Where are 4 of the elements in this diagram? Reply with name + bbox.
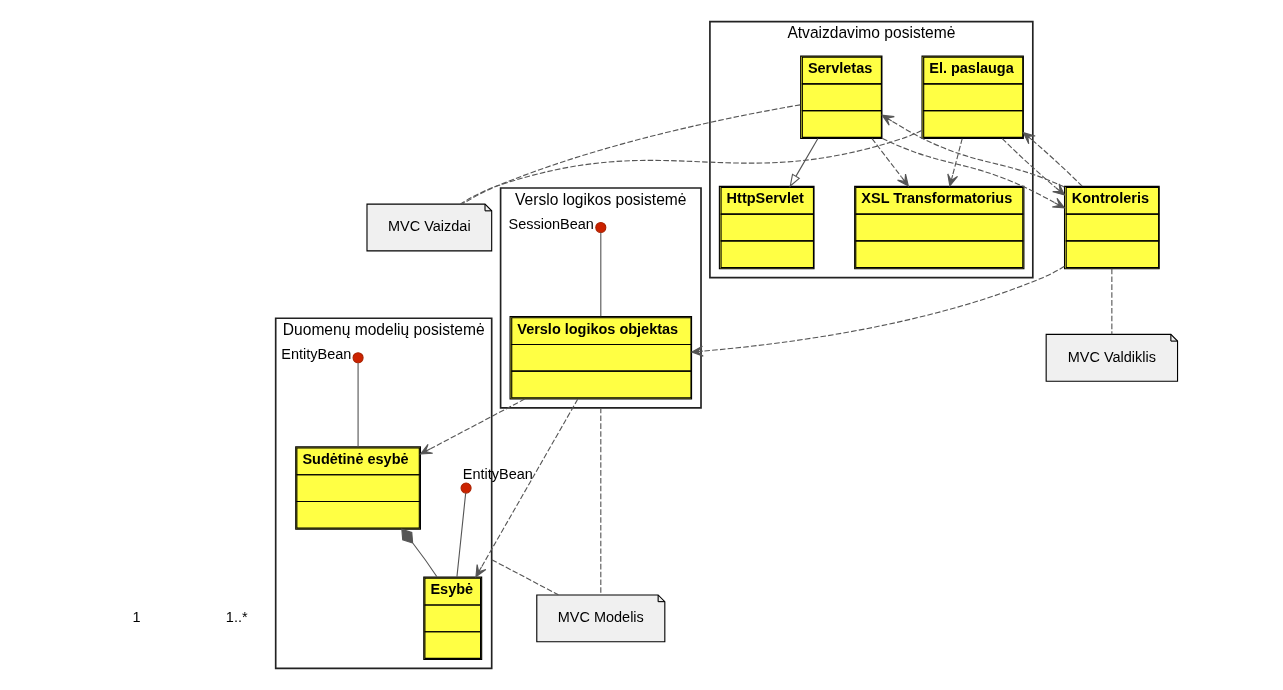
node-label: SessionBean bbox=[508, 215, 594, 232]
label: 1 bbox=[131, 609, 141, 626]
node-label: EntityBean bbox=[280, 345, 351, 362]
label: 1..* bbox=[225, 609, 248, 626]
